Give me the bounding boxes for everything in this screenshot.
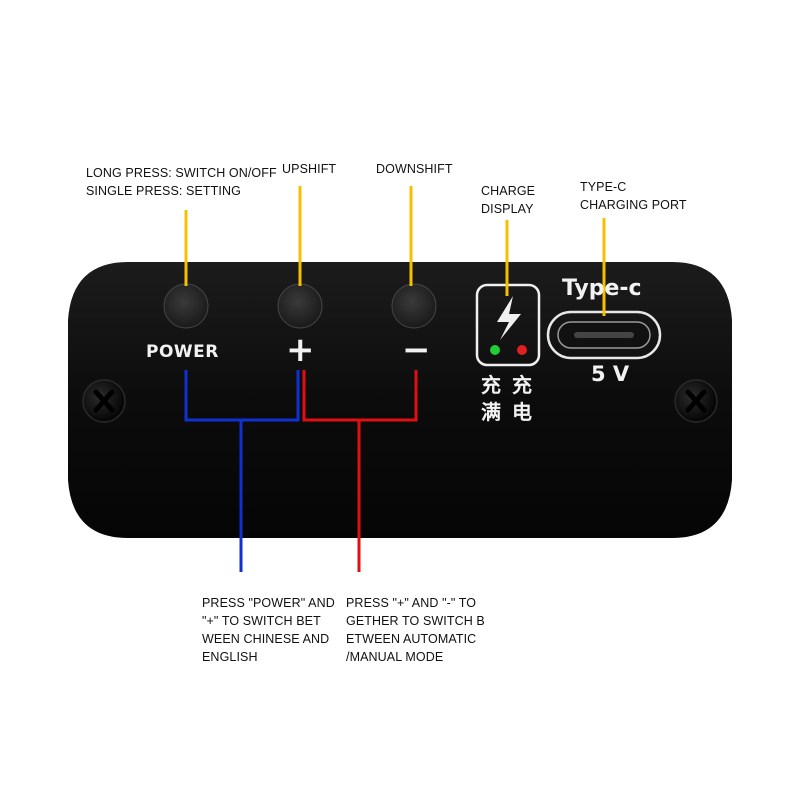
left-screw-icon bbox=[82, 379, 126, 423]
plus-minus-combo-annotation: PRESS "+" AND "-" TO GETHER TO SWITCH B … bbox=[346, 596, 485, 664]
power-button[interactable] bbox=[163, 283, 209, 329]
full-indicator-char-1: 充 bbox=[481, 373, 501, 397]
charge-display-annotation: CHARGE DISPLAY bbox=[481, 184, 536, 216]
type-c-port-annotation: TYPE-C CHARGING PORT bbox=[580, 180, 687, 212]
upshift-annotation: UPSHIFT bbox=[282, 162, 337, 176]
power-label: POWER bbox=[146, 342, 219, 362]
green-led bbox=[490, 345, 500, 355]
plus-minus-combo-line bbox=[302, 370, 418, 572]
type-c-label: Type-c bbox=[562, 276, 642, 301]
charging-indicator-char-1: 充 bbox=[512, 373, 532, 397]
leader-lines bbox=[184, 186, 606, 316]
plus-label: + bbox=[286, 330, 315, 370]
right-screw-icon bbox=[674, 379, 718, 423]
voltage-label: 5 V bbox=[591, 362, 630, 386]
minus-button[interactable] bbox=[391, 283, 437, 329]
power-plus-combo-line bbox=[184, 370, 300, 572]
plus-button[interactable] bbox=[277, 283, 323, 329]
red-led bbox=[517, 345, 527, 355]
power-plus-combo-annotation: PRESS "POWER" AND "+" TO SWITCH BET WEEN… bbox=[202, 596, 335, 664]
power-button-annotation: LONG PRESS: SWITCH ON/OFF SINGLE PRESS: … bbox=[86, 166, 277, 198]
lightning-icon bbox=[497, 296, 521, 340]
minus-label: − bbox=[402, 330, 431, 370]
downshift-annotation: DOWNSHIFT bbox=[376, 162, 453, 176]
full-indicator-char-2: 满 bbox=[481, 400, 501, 424]
charging-indicator-char-2: 电 bbox=[512, 400, 532, 424]
